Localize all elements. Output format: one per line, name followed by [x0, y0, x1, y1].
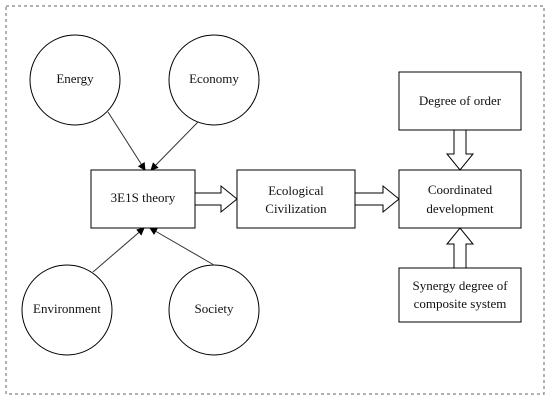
theory-label: 3E1S theory — [111, 190, 176, 205]
energy-to-theory-arrow — [107, 111, 146, 171]
synergy-box: Synergy degree of composite system — [398, 267, 522, 323]
coordinated-line1: Coordinated — [428, 182, 493, 197]
ecological-line2: Civilization — [265, 201, 327, 216]
environment-label: Environment — [33, 301, 101, 316]
economy-label: Economy — [189, 71, 239, 86]
economy-to-theory-arrow — [150, 121, 199, 171]
order-label: Degree of order — [419, 93, 502, 108]
ecological-line1: Ecological — [268, 183, 324, 198]
coordinated-box: Coordinated development — [398, 169, 522, 229]
environment-node: Environment — [21, 264, 113, 356]
synergy-line1: Synergy degree of — [412, 278, 508, 293]
society-to-theory-arrow — [149, 227, 215, 266]
theory-box: 3E1S theory — [90, 169, 196, 229]
ecological-box: Ecological Civilization — [236, 169, 356, 229]
economy-node: Economy — [168, 34, 260, 126]
energy-node: Energy — [29, 34, 121, 126]
order-box: Degree of order — [398, 71, 522, 131]
society-node: Society — [168, 264, 260, 356]
coordinated-line2: development — [426, 201, 494, 216]
society-label: Society — [195, 301, 234, 316]
synergy-line2: composite system — [414, 296, 507, 311]
ecological-to-coordinated-arrow — [354, 184, 400, 214]
diagram-border — [5, 5, 545, 395]
synergy-to-coordinated-arrow — [445, 227, 475, 269]
theory-to-ecological-arrow — [194, 184, 238, 214]
order-to-coordinated-arrow — [445, 129, 475, 171]
energy-label: Energy — [56, 71, 94, 86]
environment-to-theory-arrow — [92, 227, 145, 273]
